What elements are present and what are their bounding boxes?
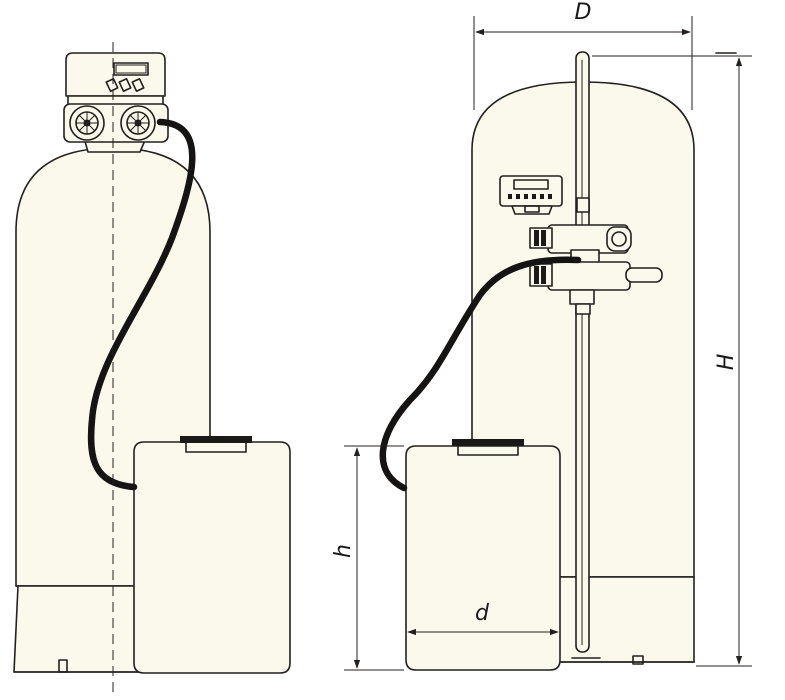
dimension-D (473, 16, 693, 110)
dimension-H-label: H (714, 354, 739, 371)
dimension-d-label: d (475, 601, 490, 626)
bypass-valve-assembly (529, 197, 663, 315)
side-view (379, 51, 695, 671)
front-view (13, 42, 291, 692)
left-inlet-port (69, 105, 105, 141)
dimension-h-label: h (331, 544, 356, 558)
right-brine-hose (379, 256, 582, 492)
riser-pipe (575, 51, 590, 653)
left-outlet-port (120, 105, 156, 141)
left-control-valve (63, 52, 169, 153)
dimension-H (592, 52, 752, 667)
left-brine-tank (133, 436, 291, 674)
left-brine-hose (87, 118, 196, 491)
right-brine-tank (405, 439, 561, 671)
dimension-D-label: D (575, 0, 592, 25)
left-valve-buttons (105, 77, 145, 93)
controller-unit (499, 175, 563, 215)
dimension-h (344, 445, 404, 671)
